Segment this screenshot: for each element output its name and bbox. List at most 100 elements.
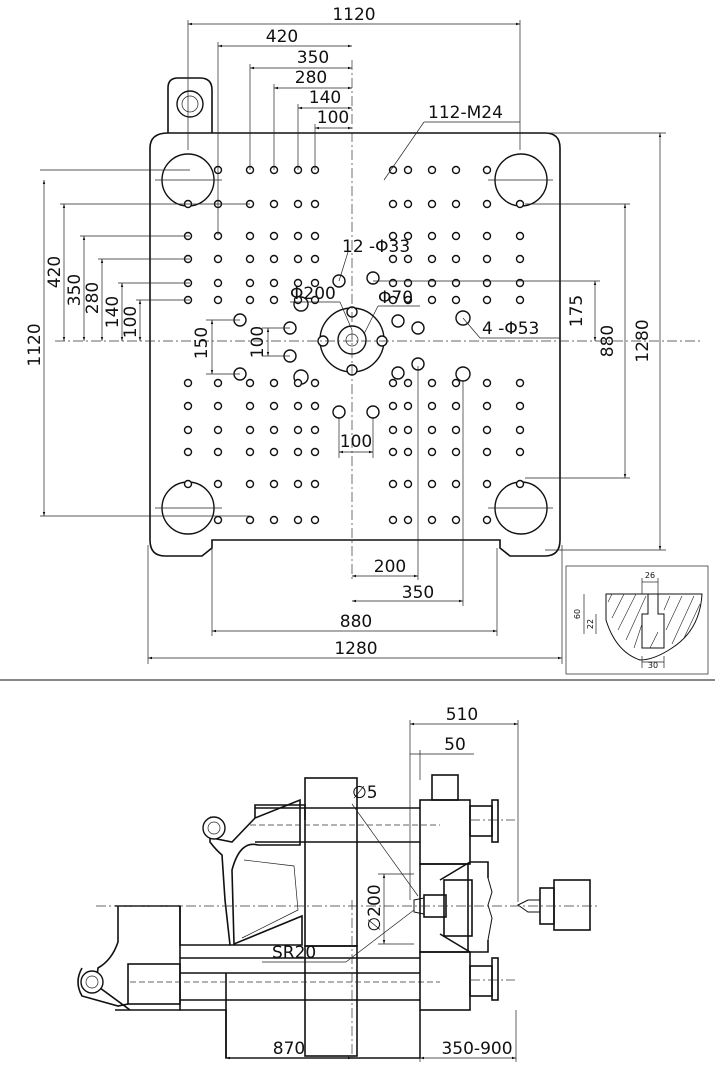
label-d200: Φ200: [290, 284, 336, 304]
thread-hole: [183, 401, 193, 411]
thread-hole: [482, 425, 492, 435]
thread-hole: [269, 254, 279, 264]
thread-hole: [310, 479, 320, 489]
thread-hole: [482, 231, 492, 241]
thread-hole: [183, 425, 193, 435]
thread-hole: [293, 199, 303, 209]
dim-bottom-200: 200: [374, 557, 406, 577]
dim-top-280: 280: [295, 68, 327, 88]
dim-center-100: 100: [340, 432, 372, 452]
thread-hole: [310, 278, 320, 288]
detail-dim-30: 30: [648, 661, 658, 670]
dim-left-1120: 1120: [25, 323, 45, 366]
thread-hole: [269, 278, 279, 288]
thread-hole: [403, 479, 413, 489]
thread-hole: [482, 254, 492, 264]
thread-hole: [293, 278, 303, 288]
label-thread: 112-M24: [428, 103, 503, 123]
thread-hole: [451, 231, 461, 241]
thread-hole: [310, 515, 320, 525]
thread-hole: [451, 479, 461, 489]
thread-hole: [183, 479, 193, 489]
dim-left-140: 140: [103, 296, 123, 328]
thread-hole: [515, 479, 525, 489]
thread-hole: [482, 165, 492, 175]
thread-hole: [293, 401, 303, 411]
thread-hole: [482, 278, 492, 288]
thread-hole: [515, 378, 525, 388]
thread-hole: [403, 278, 413, 288]
thread-hole: [403, 295, 413, 305]
thread-hole: [269, 231, 279, 241]
thread-hole: [515, 401, 525, 411]
thread-hole: [403, 447, 413, 457]
thread-hole: [183, 378, 193, 388]
thread-hole: [451, 447, 461, 457]
thread-hole: [310, 425, 320, 435]
thread-hole: [451, 199, 461, 209]
section-detail: 26 60 22 30: [565, 565, 709, 675]
thread-hole: [403, 401, 413, 411]
thread-hole: [451, 165, 461, 175]
dim-left-420: 420: [45, 256, 65, 288]
thread-hole: [403, 199, 413, 209]
thread-hole: [451, 425, 461, 435]
thread-hole: [245, 425, 255, 435]
dim-bottom-350: 350: [402, 583, 434, 603]
thread-hole: [388, 199, 398, 209]
thread-hole: [293, 425, 303, 435]
thread-hole: [451, 378, 461, 388]
thread-hole: [245, 278, 255, 288]
thread-hole: [310, 378, 320, 388]
thread-hole: [269, 515, 279, 525]
dim-left-100: 100: [121, 306, 141, 338]
thread-hole: [388, 425, 398, 435]
top-lug: [167, 77, 213, 133]
thread-hole: [245, 254, 255, 264]
dim-top-100: 100: [317, 108, 349, 128]
thread-hole: [403, 515, 413, 525]
thread-hole: [482, 447, 492, 457]
dim-top-140: 140: [309, 88, 341, 108]
thread-hole: [427, 515, 437, 525]
detail-dim-22: 22: [586, 619, 595, 629]
thread-hole: [293, 447, 303, 457]
dim-right-175: 175: [567, 295, 587, 327]
thread-hole: [310, 231, 320, 241]
dim-top-1120: 1120: [332, 5, 375, 25]
thread-hole: [269, 378, 279, 388]
thread-hole: [427, 165, 437, 175]
thread-hole: [451, 401, 461, 411]
thread-hole: [213, 425, 223, 435]
thread-hole: [269, 447, 279, 457]
side-dim-d5: ∅5: [352, 783, 378, 803]
label-d70: Φ70: [378, 288, 413, 308]
thread-hole: [310, 199, 320, 209]
thread-hole: [310, 401, 320, 411]
thread-hole: [515, 278, 525, 288]
detail-dim-26: 26: [645, 571, 655, 580]
thread-hole: [427, 231, 437, 241]
dimension-center-100: 100: [338, 418, 374, 458]
thread-hole: [245, 378, 255, 388]
machine-side-view: 510 50 ∅5 ∅200 SR20 870 350-900: [77, 705, 600, 1062]
thread-hole: [388, 278, 398, 288]
thread-hole: [403, 378, 413, 388]
thread-hole: [293, 479, 303, 489]
dimensions-bottom: 200 350 880 1280: [147, 366, 563, 664]
dimensions-top: 1120 420 350 280 140 100: [187, 5, 521, 235]
thread-hole: [427, 278, 437, 288]
thread-hole: [293, 254, 303, 264]
thread-hole: [213, 447, 223, 457]
thread-hole: [388, 479, 398, 489]
thread-hole: [269, 479, 279, 489]
thread-hole: [388, 447, 398, 457]
side-dim-870: 870: [273, 1039, 305, 1059]
thread-hole: [269, 199, 279, 209]
thread-hole: [451, 295, 461, 305]
thread-hole: [427, 425, 437, 435]
thread-hole: [515, 447, 525, 457]
thread-hole: [245, 231, 255, 241]
dim-bottom-1280: 1280: [334, 639, 377, 659]
thread-hole: [451, 254, 461, 264]
